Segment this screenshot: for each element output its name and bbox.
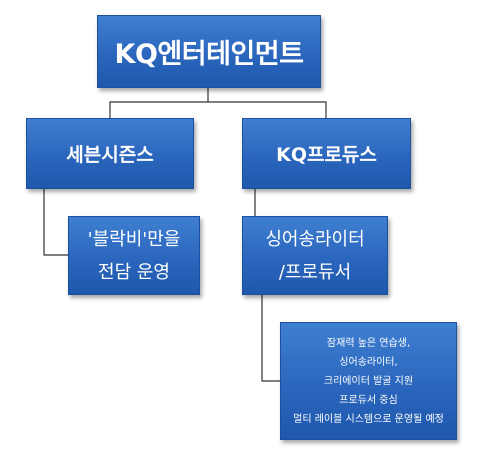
- division-label-seven-seasons: 세븐시즌스: [66, 144, 154, 166]
- description-line: '블락비'만을: [87, 228, 181, 250]
- division-node-seven-seasons: 세븐시즌스: [26, 118, 194, 189]
- details-line: 잠재력 높은 연습생,: [326, 337, 411, 349]
- details-line: 크리에이터 발굴 지원: [323, 375, 414, 387]
- description-node-kq-produce: 싱어송라이터 /프로듀서: [242, 216, 388, 295]
- division-node-kq-produce: KQ프로듀스: [242, 118, 411, 189]
- connector-seven-seasons-to-desc: [43, 189, 68, 256]
- description-node-seven-seasons: '블락비'만을 전담 운영: [68, 216, 200, 295]
- root-node-kq-entertainment: KQ엔터테인먼트: [97, 15, 321, 88]
- details-node-kq-produce: 잠재력 높은 연습생, 싱어송라이터, 크리에이터 발굴 지원 프로듀서 중심 …: [280, 322, 457, 440]
- division-label-kq-produce: KQ프로듀스: [276, 144, 377, 166]
- details-line: 싱어송라이터,: [339, 356, 398, 368]
- description-line: /프로듀서: [278, 261, 352, 283]
- details-line: 멀티 레이블 시스템으로 운영될 예정: [293, 413, 444, 425]
- connector-root-to-divisions: [109, 88, 327, 118]
- root-node-label: KQ엔터테인먼트: [114, 39, 304, 70]
- details-line: 프로듀서 중심: [339, 394, 398, 406]
- connector-kq-produce-to-details: [261, 295, 280, 382]
- description-line: 싱어송라이터: [265, 228, 365, 250]
- description-line: 전담 운영: [98, 261, 170, 283]
